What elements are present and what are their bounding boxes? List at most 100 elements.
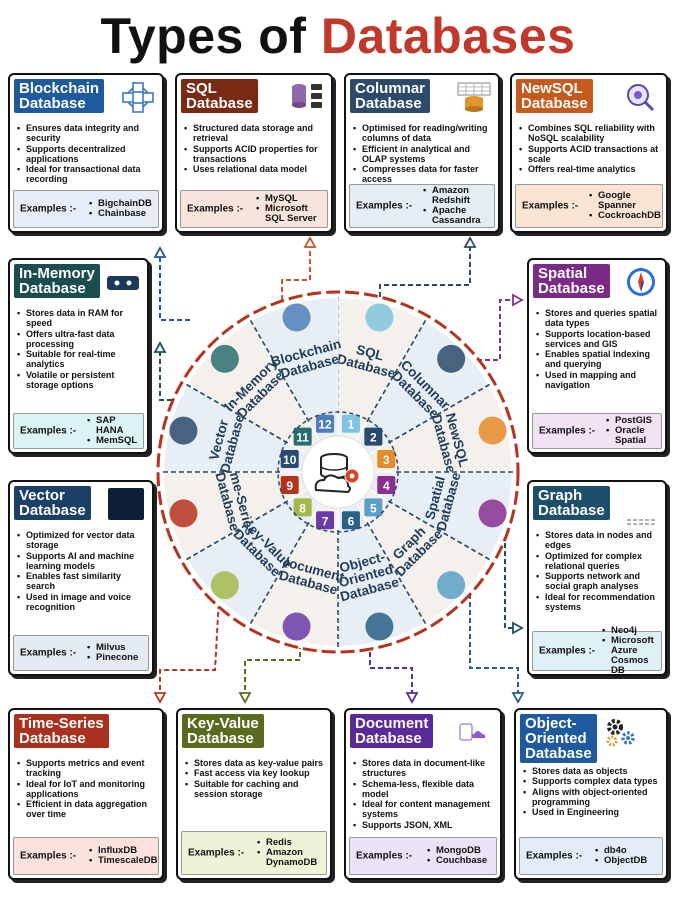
examples-label: Examples :- <box>20 425 77 437</box>
examples-label: Examples :- <box>20 647 77 659</box>
segment-number: 9 <box>286 479 293 493</box>
card-title-line: In-Memory <box>19 265 95 282</box>
feature-item: Supports complex data types <box>522 776 660 787</box>
card-title-line: Object- <box>525 715 577 732</box>
example-item: Amazon DynamoDB <box>256 848 322 868</box>
graph-card: GraphDatabaseStores data in nodes and ed… <box>527 480 667 676</box>
objectoriented-examples-list: db4oObjectDB <box>594 846 658 867</box>
keyvalue-examples-box: Examples :-RedisAmazon DynamoDB <box>181 831 327 875</box>
segment-number-tile <box>293 427 312 446</box>
segment-number-tile <box>280 450 299 469</box>
graph-icon <box>623 500 659 532</box>
example-item: Redis <box>256 838 322 849</box>
feature-item: Offers real-time analytics <box>518 164 660 175</box>
database-cloud-gear-icon <box>314 453 360 494</box>
feature-item: Ideal for transactional data recording <box>16 164 156 185</box>
blockchain-card: BlockchainDatabaseEnsures data integrity… <box>8 73 164 233</box>
segment-number-tile <box>377 450 396 469</box>
feature-item: Supports metrics and event tracking <box>16 758 156 779</box>
vector-examples-box: Examples :-MilvusPinecone <box>13 635 149 671</box>
card-title-line: Database <box>19 280 86 297</box>
feature-item: Ensures data integrity and security <box>16 123 156 144</box>
feature-item: Used in image and voice recognition <box>16 592 146 613</box>
segment-number-tile <box>364 427 383 446</box>
arrow-head-icon <box>153 246 167 258</box>
graph-examples-list: Neo4jMicrosoft Azure Cosmos DB <box>601 626 657 675</box>
connector-arrow <box>379 240 471 305</box>
arrow-head-icon <box>238 692 252 704</box>
example-item: MongoDB <box>426 846 492 857</box>
example-item: TimescaleDB <box>88 856 158 867</box>
newsql-features: Combines SQL reliability with NoSQL scal… <box>518 123 660 175</box>
vector-icon <box>108 488 144 520</box>
keyvalue-examples-list: RedisAmazon DynamoDB <box>256 838 322 868</box>
example-item: ObjectDB <box>594 856 658 867</box>
arrow-head-icon <box>512 621 524 635</box>
example-item: CockroachDB <box>588 211 661 222</box>
newsql-card: NewSQLDatabaseCombines SQL reliability w… <box>510 73 668 233</box>
feature-item: Ideal for content management systems <box>352 799 494 820</box>
examples-label: Examples :- <box>20 203 77 215</box>
feature-item: Suitable for caching and session storage <box>184 779 324 800</box>
feature-item: Stores data as key-value pairs <box>184 758 324 769</box>
feature-item: Compresses data for faster access <box>352 164 492 185</box>
document-examples-list: MongoDBCouchbase <box>426 846 492 867</box>
segment-number: 4 <box>383 479 390 493</box>
card-title-line: Columnar <box>355 80 426 97</box>
card-title-line: NewSQL <box>521 80 583 97</box>
card-title-line: Database <box>355 95 422 112</box>
feature-item: Supports JSON, XML <box>352 820 494 831</box>
card-title-line: Database <box>19 730 86 747</box>
segment-number-tile <box>341 511 360 530</box>
example-item: Oracle Spatial <box>605 426 657 446</box>
spatial-examples-list: PostGISOracle Spatial <box>605 416 657 446</box>
spatial-examples-box: Examples :- PostGISOracle Spatial <box>532 413 662 449</box>
inmemory-card: In-MemoryDatabaseStores data in RAM for … <box>8 258 149 454</box>
vector-card: VectorDatabaseOptimized for vector data … <box>8 480 154 676</box>
segment-number: 7 <box>322 514 329 528</box>
examples-label: Examples :- <box>539 425 596 437</box>
page-title: Types of Databases <box>0 6 676 66</box>
feature-item: Stores data in RAM for speed <box>16 308 141 329</box>
card-title-line: Database <box>186 95 253 112</box>
segment-number: 11 <box>296 431 309 445</box>
inmemory-examples-box: Examples :-SAP HANAMemSQL <box>13 413 144 449</box>
segment-number-tile <box>293 498 312 517</box>
examples-label: Examples :- <box>356 200 413 212</box>
timeseries-examples-list: InfluxDBTimescaleDB <box>88 846 158 867</box>
feature-item: Stores data in nodes and edges <box>535 530 659 551</box>
feature-item: Fast access via key lookup <box>184 768 324 779</box>
card-title-line: Vector <box>19 487 65 504</box>
sql-examples-box: Examples :-MySQLMicrosoft SQL Server <box>180 190 328 228</box>
arrow-head-icon <box>405 692 419 704</box>
example-item: SAP HANA <box>86 416 139 436</box>
card-title-line: SQL <box>186 80 217 97</box>
inmemory-features: Stores data in RAM for speedOffers ultra… <box>16 308 141 390</box>
feature-item: Offers ultra-fast data processing <box>16 329 141 350</box>
card-title-line: Database <box>355 730 422 747</box>
document-features: Stores data in document-like structuresS… <box>352 758 494 830</box>
examples-label: Examples :- <box>187 203 244 215</box>
card-title-line: Time-Series <box>19 715 104 732</box>
examples-label: Examples :- <box>20 850 77 862</box>
objectoriented-icon <box>602 716 638 748</box>
spatial-card: SpatialDatabaseStores and queries spatia… <box>527 258 667 454</box>
timeseries-features: Supports metrics and event trackingIdeal… <box>16 758 156 820</box>
examples-label: Examples :- <box>539 645 596 657</box>
example-item: PostGIS <box>605 416 657 427</box>
feature-item: Enables fast similarity search <box>16 571 146 592</box>
columnar-features: Optimised for reading/writing columns of… <box>352 123 492 185</box>
graph-examples-box: Examples :- Neo4jMicrosoft Azure Cosmos D… <box>532 626 662 674</box>
spatial-icon <box>623 266 659 298</box>
vector-features: Optimized for vector data storageSupport… <box>16 530 146 612</box>
card-title-line: Blockchain <box>19 80 100 97</box>
